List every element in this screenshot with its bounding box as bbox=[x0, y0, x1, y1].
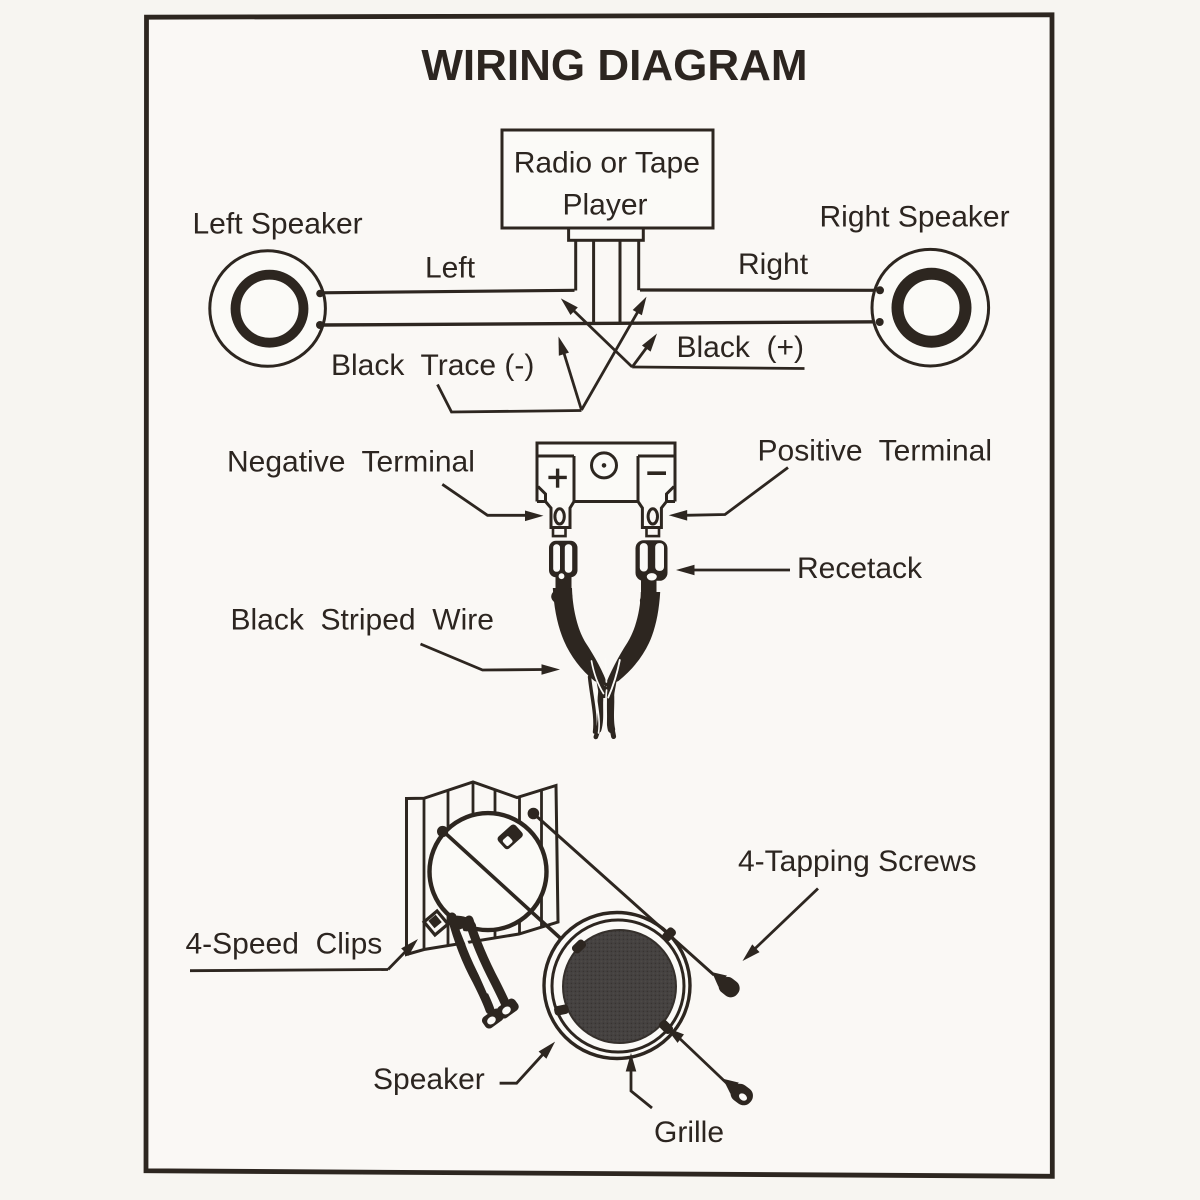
svg-text:Positive Terminal: Positive Terminal bbox=[758, 435, 993, 468]
svg-text:WIRING DIAGRAM: WIRING DIAGRAM bbox=[421, 41, 807, 90]
svg-text:Black (+): Black (+) bbox=[677, 331, 805, 364]
svg-text:Grille: Grille bbox=[654, 1116, 724, 1149]
svg-text:Negative Terminal: Negative Terminal bbox=[227, 446, 475, 479]
svg-text:Player: Player bbox=[563, 189, 648, 222]
svg-text:Left Speaker: Left Speaker bbox=[193, 208, 363, 241]
svg-text:Right Speaker: Right Speaker bbox=[820, 201, 1010, 234]
svg-text:Speaker: Speaker bbox=[373, 1063, 485, 1096]
svg-text:Left: Left bbox=[425, 252, 476, 285]
svg-text:Right: Right bbox=[738, 248, 809, 281]
svg-text:4-Speed Clips: 4-Speed Clips bbox=[186, 928, 383, 961]
svg-text:Radio or Tape: Radio or Tape bbox=[514, 147, 700, 180]
svg-text:4-Tapping Screws: 4-Tapping Screws bbox=[738, 845, 976, 878]
svg-text:Recetack: Recetack bbox=[797, 552, 923, 585]
svg-text:Black Trace (-): Black Trace (-) bbox=[331, 349, 534, 382]
svg-text:Black Striped Wire: Black Striped Wire bbox=[231, 604, 494, 637]
